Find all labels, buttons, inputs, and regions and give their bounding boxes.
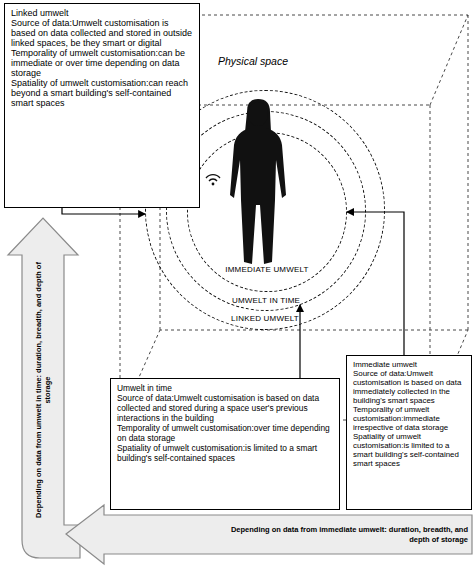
- person-body: [230, 128, 286, 264]
- box-paragraph: Temporality of umwelt customisation:over…: [117, 423, 333, 443]
- cube-edge: [430, 15, 468, 105]
- wifi-symbol: [206, 175, 220, 186]
- ring-label: LINKED UMWELT: [146, 314, 384, 323]
- info-box: Linked umweltSource of data:Umwelt custo…: [4, 3, 200, 208]
- space-label: Physical space: [218, 55, 288, 67]
- ring-label: IMMEDIATE UMWELT: [188, 265, 346, 274]
- box-heading: Umwelt in time: [117, 383, 333, 393]
- wifi-arc: [209, 179, 217, 181]
- arrow-text: Depending on data from immediate umwelt:…: [224, 515, 468, 554]
- field-label: Source of data:: [353, 369, 407, 378]
- cube-edge: [120, 15, 160, 105]
- umwelt-ring: IMMEDIATE UMWELT: [187, 132, 347, 292]
- cube-edge: [468, 15, 469, 330]
- box-paragraph: Source of data:Umwelt customisation is b…: [11, 18, 193, 48]
- box-paragraph: Spatiality of umwelt customisation:can r…: [11, 78, 193, 108]
- wifi-dot: [212, 183, 215, 186]
- cube-edge: [160, 15, 468, 16]
- box-paragraph: Temporality of umwelt customisation:imme…: [353, 405, 465, 432]
- wifi-arc: [206, 175, 220, 178]
- cube-edge: [120, 105, 121, 420]
- box-paragraph: Temporality of umwelt customisation:can …: [11, 48, 193, 78]
- person-silhouette: [230, 99, 286, 264]
- box-paragraph: Spatiality of umwelt customisation:is li…: [353, 432, 465, 468]
- field-label: Source of data:: [11, 18, 72, 28]
- box-paragraph: Spatiality of umwelt customisation:is li…: [117, 443, 333, 463]
- field-label: Temporality of umwelt customisation:: [117, 423, 254, 433]
- field-label: Spatiality of umwelt customisation:: [117, 443, 245, 453]
- connector-arrow: [299, 305, 300, 378]
- block-arrow-outline: [8, 218, 80, 558]
- person-head: [248, 102, 268, 126]
- cube-edge: [160, 15, 161, 330]
- person-hair: [245, 99, 271, 132]
- info-box: Umwelt in timeSource of data:Umwelt cust…: [110, 378, 340, 510]
- block-arrow-outline: [66, 505, 472, 564]
- field-label: Source of data:: [117, 393, 174, 403]
- block-arrow: Depending on data from immediate umwelt:…: [62, 503, 474, 566]
- cube-edge: [160, 330, 468, 331]
- info-box: Immediate umweltSource of data:Umwelt cu…: [346, 355, 472, 510]
- field-label: Temporality of umwelt customisation:: [11, 48, 158, 58]
- field-label: Spatiality of umwelt customisation:: [11, 78, 149, 88]
- block-arrow-shape: [0, 218, 110, 564]
- cube-edge: [120, 105, 430, 106]
- connector-arrow: [347, 212, 404, 355]
- ring-label: UMWELT IN TIME: [167, 296, 365, 305]
- arrow-text: Depending on data from umwelt in time: d…: [25, 259, 61, 521]
- box-paragraph: Source of data:Umwelt customisation is b…: [117, 393, 333, 423]
- block-arrow: Depending on data from umwelt in time: d…: [0, 218, 110, 564]
- box-paragraph: Source of data:Umwelt customisation is b…: [353, 369, 465, 405]
- connector-arrow: [62, 208, 145, 214]
- box-heading: Linked umwelt: [11, 8, 193, 18]
- box-heading: Immediate umwelt: [353, 360, 465, 369]
